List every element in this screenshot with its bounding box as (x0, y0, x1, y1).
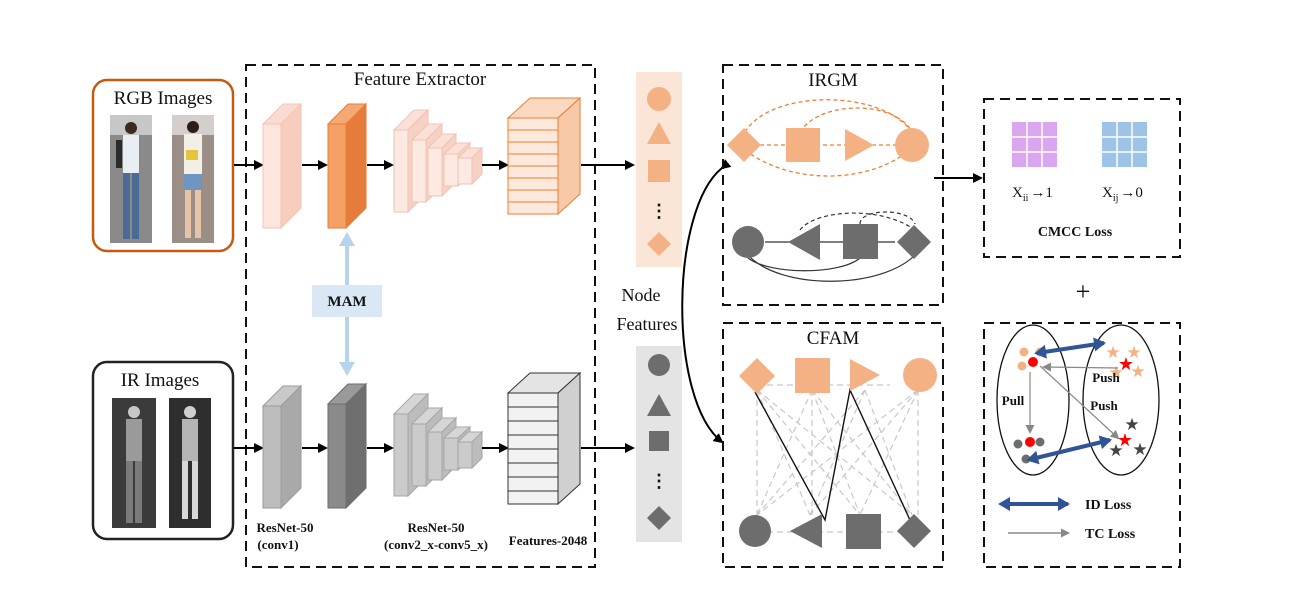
plus-sign: + (1076, 277, 1091, 306)
cfam-orange-triangle-icon (850, 359, 880, 391)
cfam-title: CFAM (807, 328, 860, 349)
label-resnet-conv1-line2: (conv1) (257, 537, 298, 552)
cfam-orange-circle-icon (903, 358, 937, 392)
node-features-label-line1: Node (622, 285, 661, 305)
label-resnet-conv2-line2: (conv2_x-conv5_x) (384, 537, 488, 552)
rgb-node-diamond-icon (647, 232, 671, 256)
ir-person-photo-2 (169, 398, 211, 528)
label-resnet-conv1-line1: ResNet-50 (256, 520, 313, 535)
cfam-gray-square-icon (846, 514, 881, 549)
irgm-gray-square-icon (843, 224, 878, 259)
svg-text:★: ★ (1105, 343, 1120, 362)
ir-resnet-pyramid (392, 392, 484, 498)
mam-label: MAM (327, 294, 366, 310)
tc-loss-box: Pull ★ ★ ★ ★ ★ ★ ★ ★ ★ Push Push ID Loss… (983, 322, 1181, 568)
label-features-2048: Features-2048 (509, 533, 588, 548)
cfam-orange-square-icon (795, 358, 830, 393)
ir-node-square-icon (649, 431, 669, 451)
cfam-orange-diamond-icon (739, 358, 775, 394)
ir-person-photo-1 (112, 398, 156, 528)
feature-extractor-title: Feature Extractor (354, 69, 487, 90)
push-label-1: Push (1092, 370, 1120, 385)
irgm-orange-diamond-icon (727, 128, 761, 162)
svg-text:★: ★ (1132, 440, 1147, 459)
irgm-title: IRGM (808, 70, 858, 91)
rgb-person-photo-2 (172, 115, 214, 243)
mam-module: MAM (312, 232, 382, 376)
ir-images-title: IR Images (121, 370, 200, 391)
node-features-label-line2: Features (617, 314, 678, 334)
ir-node-triangle-icon (647, 394, 671, 416)
rgb-node-circle-icon (647, 87, 671, 111)
rgb-feature-stack (506, 96, 582, 216)
anchor-red-dot-bottom (1025, 437, 1035, 447)
ir-conv1-block (261, 384, 303, 510)
cmcc-purple-grid (1012, 122, 1057, 167)
label-resnet-conv2-line1: ResNet-50 (407, 520, 464, 535)
ir-feature-stack (506, 371, 582, 506)
left-cluster-ellipse (996, 324, 1070, 476)
ir-node-features-column: ⋮ (636, 346, 682, 542)
irgm-orange-circle-icon (895, 128, 929, 162)
cmcc-loss-box: Xii→1 Xij→0 CMCC Loss (983, 98, 1181, 258)
node-to-graph-curve (681, 159, 732, 444)
pull-label: Pull (1002, 393, 1025, 408)
ir-node-diamond-icon (647, 506, 671, 530)
svg-text:★: ★ (1126, 343, 1141, 362)
anchor-red-star-bottom: ★ (1117, 430, 1133, 450)
cfam-gray-triangle-icon (790, 514, 822, 548)
irgm-gray-triangle-icon (788, 224, 820, 260)
cmcc-blue-grid (1102, 122, 1147, 167)
rgb-conv1-block (261, 102, 303, 230)
rgb-node-dots: ⋮ (650, 201, 668, 221)
feature-extractor-box: Feature Extractor (245, 64, 596, 568)
ir-node-circle-icon (648, 354, 670, 376)
rgb-person-photo-1 (110, 115, 152, 243)
irgm-orange-square-icon (786, 128, 820, 162)
id-loss-label: ID Loss (1085, 498, 1132, 513)
svg-text:★: ★ (1108, 441, 1123, 460)
rgb-images-title: RGB Images (114, 88, 213, 109)
rgb-resnet-pyramid (392, 108, 484, 214)
cfam-gray-diamond-icon (897, 514, 931, 548)
irgm-orange-triangle-icon (845, 129, 874, 161)
rgb-images-panel: RGB Images (91, 78, 235, 253)
rgb-mam-block (326, 102, 368, 230)
push-label-2: Push (1090, 398, 1118, 413)
cmcc-xij-expression: Xij→0 (1102, 185, 1143, 204)
irgm-box: IRGM (722, 64, 944, 306)
irgm-gray-circle-icon (732, 226, 764, 258)
rgb-node-features-column: ⋮ (636, 72, 682, 267)
irgm-gray-diamond-icon (897, 225, 931, 259)
svg-text:★: ★ (1130, 362, 1145, 381)
cfam-gray-circle-icon (739, 515, 771, 547)
cfam-box: CFAM (722, 322, 944, 568)
anchor-red-dot-top (1028, 357, 1038, 367)
cmcc-loss-label: CMCC Loss (1038, 225, 1113, 240)
ir-node-dots: ⋮ (650, 471, 668, 491)
ir-images-panel: IR Images (91, 360, 235, 541)
right-cluster-ellipse (1082, 324, 1160, 476)
tc-loss-label: TC Loss (1085, 527, 1136, 542)
svg-text:★: ★ (1124, 415, 1139, 434)
cmcc-xii-expression: Xii→1 (1012, 185, 1053, 204)
rgb-node-square-icon (648, 160, 670, 182)
rgb-node-triangle-icon (647, 122, 671, 144)
ir-mam-block (326, 382, 368, 510)
anchor-red-star-top: ★ (1118, 354, 1134, 374)
